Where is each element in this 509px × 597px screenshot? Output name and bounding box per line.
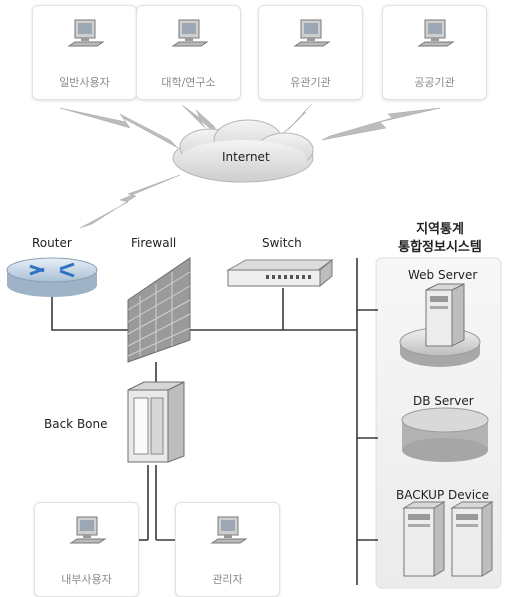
user-card-label: 대학/연구소 — [161, 76, 216, 89]
user-card-label: 일반사용자 — [59, 76, 110, 89]
firewall-label: Firewall — [131, 236, 177, 250]
lightning-bolt-5 — [79, 174, 181, 229]
user-card-admin: 관리자 — [175, 502, 280, 597]
lightning-bolt-3 — [281, 103, 313, 135]
switch-device — [226, 258, 334, 288]
system-title-line2: 통합정보시스템 — [398, 240, 482, 255]
user-card-label: 내부사용자 — [61, 573, 112, 586]
user-card-related-agency: 유관기관 — [258, 5, 363, 100]
computer-icon — [210, 516, 248, 544]
internet-cloud — [172, 119, 314, 183]
db-server-device — [401, 407, 489, 462]
computer-icon — [69, 516, 107, 544]
firewall-switch-link — [185, 288, 284, 331]
router-device — [6, 257, 98, 297]
user-card-general: 일반사용자 — [32, 5, 137, 100]
backup-device-label: BACKUP Device — [396, 488, 490, 502]
network-links — [51, 258, 378, 585]
user-card-label: 유관기관 — [290, 76, 331, 89]
user-card-university: 대학/연구소 — [136, 5, 241, 100]
backbone-label: Back Bone — [44, 417, 108, 431]
router-firewall-link — [51, 292, 130, 331]
computer-icon — [293, 19, 331, 47]
user-card-public-agency: 공공기관 — [382, 5, 487, 100]
switch-label: Switch — [262, 236, 302, 250]
lightning-bolt-1 — [59, 107, 179, 149]
firewall-wall — [127, 257, 191, 363]
db-server-label: DB Server — [413, 394, 474, 408]
backup-device — [402, 501, 494, 577]
user-card-internal: 내부사용자 — [34, 502, 139, 597]
computer-icon — [67, 19, 105, 47]
user-card-label: 관리자 — [212, 573, 243, 586]
internet-label: Internet — [222, 150, 270, 164]
web-server-device — [399, 283, 481, 367]
lightning-bolts — [59, 103, 441, 229]
computer-icon — [171, 19, 209, 47]
user-card-label: 공공기관 — [414, 76, 455, 89]
backbone-server — [127, 381, 185, 463]
router-label: Router — [32, 236, 72, 250]
system-title-line1: 지역통계 — [416, 222, 464, 237]
computer-icon — [417, 19, 455, 47]
lightning-bolt-4 — [321, 107, 441, 141]
web-server-label: Web Server — [408, 268, 478, 282]
